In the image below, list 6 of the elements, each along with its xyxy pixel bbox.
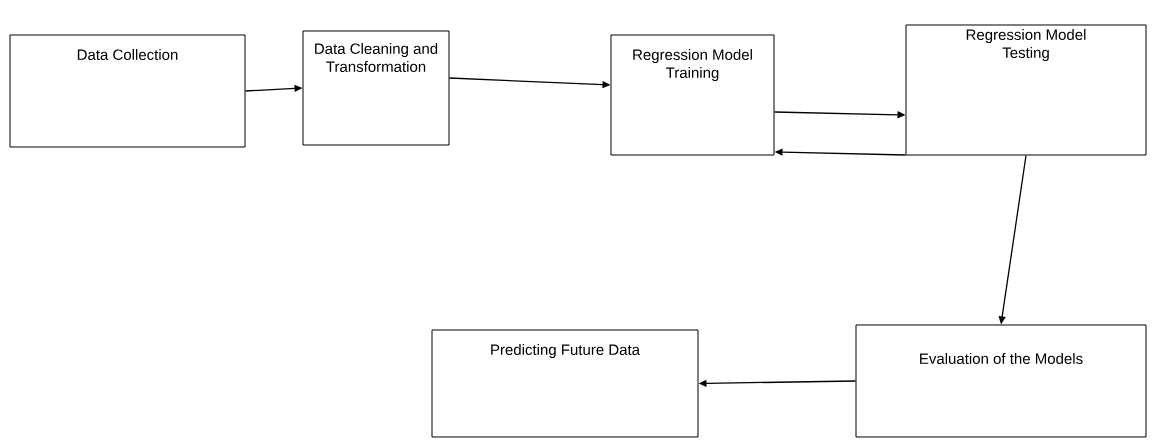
process-box: Regression Model Testing bbox=[905, 24, 1147, 156]
process-box: Regression Model Training bbox=[610, 34, 775, 156]
process-box: Data Collection bbox=[9, 34, 246, 148]
process-box: Evaluation of the Models bbox=[855, 324, 1147, 438]
process-box: Data Cleaning and Transformation bbox=[302, 30, 450, 146]
process-box: Predicting Future Data bbox=[431, 329, 699, 438]
